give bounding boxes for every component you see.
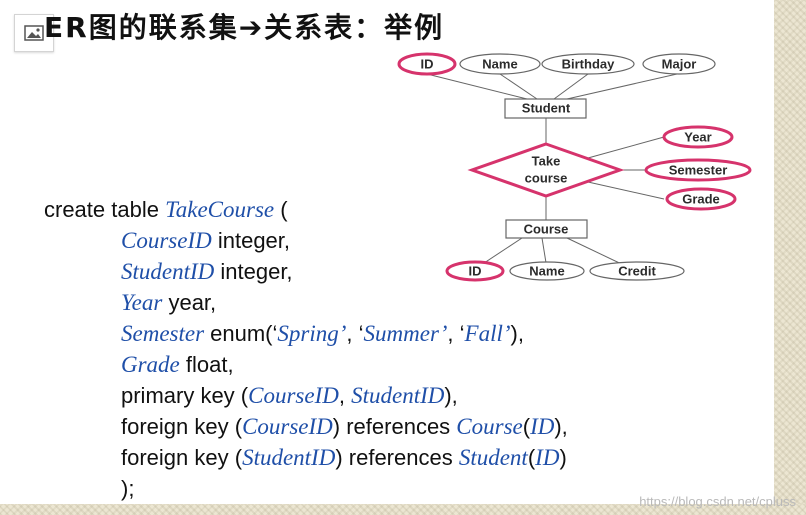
connector-line	[566, 73, 678, 100]
keyword: foreign key (	[121, 445, 243, 470]
keyword: ) references	[335, 445, 459, 470]
code-line: Semester enum(‘Spring’, ‘Summer’, ‘Fall’…	[44, 318, 568, 349]
svg-text:Grade: Grade	[682, 191, 720, 206]
punctuation: )	[559, 445, 567, 470]
attribute-student-name: Name	[459, 53, 541, 75]
column-name: StudentID	[121, 259, 215, 284]
code-line: primary key (CourseID, StudentID),	[44, 380, 568, 411]
punctuation: ),	[554, 414, 568, 439]
attribute-student-id: ID	[397, 52, 457, 76]
punctuation: ),	[510, 321, 524, 346]
code-line: foreign key (StudentID) references Stude…	[44, 442, 568, 473]
connector-line	[553, 73, 589, 100]
table-name: Course	[456, 414, 523, 439]
attribute-course-id: ID	[445, 260, 505, 282]
column-type: float,	[179, 352, 234, 377]
svg-text:Year: Year	[684, 129, 711, 144]
connector-line	[426, 73, 528, 100]
watermark: https://blog.csdn.net/cpluss	[639, 494, 796, 509]
punctuation: );	[121, 476, 135, 501]
svg-text:Semester: Semester	[669, 162, 728, 177]
svg-text:ID: ID	[421, 56, 434, 71]
column-type: enum(‘	[204, 321, 278, 346]
svg-text:Birthday: Birthday	[562, 56, 616, 71]
attribute-course-name: Name	[509, 261, 585, 281]
svg-text:Major: Major	[662, 56, 697, 71]
keyword: foreign key (	[121, 414, 243, 439]
column-name: ID	[530, 414, 555, 439]
column-type: integer,	[211, 228, 291, 253]
column-name: CourseID	[121, 228, 212, 253]
punctuation: (	[274, 197, 288, 222]
svg-text:ID: ID	[469, 263, 482, 278]
code-line: );	[44, 473, 568, 504]
svg-text:Course: Course	[524, 221, 569, 236]
enum-value: Fall’	[464, 321, 511, 346]
column-name: StudentID	[351, 383, 445, 408]
code-line: CourseID integer,	[44, 225, 568, 256]
svg-text:Name: Name	[482, 56, 517, 71]
connector-line	[587, 136, 665, 159]
attribute-birthday: Birthday	[541, 53, 635, 75]
attribute-semester: Semester	[644, 158, 752, 182]
er-diagram: .line { stroke: #666; stroke-width: 1; f…	[397, 52, 752, 282]
table-name: TakeCourse	[165, 197, 275, 222]
punctuation: ),	[444, 383, 458, 408]
column-name: CourseID	[248, 383, 339, 408]
column-name: StudentID	[242, 445, 336, 470]
column-type: year,	[162, 290, 217, 315]
punctuation: (	[527, 445, 536, 470]
column-name: Year	[121, 290, 163, 315]
punctuation: , ‘	[346, 321, 364, 346]
slide: ER图的联系集➔关系表：举例 .line { stroke: #666; str…	[0, 0, 774, 504]
table-name: Student	[458, 445, 528, 470]
column-name: CourseID	[242, 414, 333, 439]
background-texture	[0, 504, 806, 515]
attribute-major: Major	[642, 53, 716, 75]
code-line: create table TakeCourse (	[44, 194, 568, 225]
code-line: Grade float,	[44, 349, 568, 380]
attribute-year: Year	[662, 125, 734, 149]
code-line: Year year,	[44, 287, 568, 318]
punctuation: , ‘	[447, 321, 465, 346]
enum-value: Summer’	[363, 321, 448, 346]
column-name: Semester	[121, 321, 205, 346]
image-placeholder-icon[interactable]	[14, 14, 54, 52]
column-type: integer,	[214, 259, 293, 284]
svg-text:Name: Name	[529, 263, 564, 278]
connector-line	[499, 73, 538, 100]
svg-text:Student: Student	[522, 100, 571, 115]
background-texture	[774, 0, 806, 515]
svg-text:Credit: Credit	[618, 263, 656, 278]
column-name: ID	[535, 445, 560, 470]
entity-course: Course	[505, 219, 588, 239]
punctuation: ,	[338, 383, 352, 408]
svg-text:Take: Take	[532, 153, 561, 168]
enum-value: Spring’	[277, 321, 347, 346]
keyword: ) references	[332, 414, 457, 439]
attribute-grade: Grade	[665, 187, 737, 211]
attribute-credit: Credit	[589, 261, 685, 281]
punctuation: (	[522, 414, 531, 439]
svg-text:course: course	[525, 170, 568, 185]
slide-title: ER图的联系集➔关系表：举例	[44, 11, 445, 44]
keyword: primary key (	[121, 383, 249, 408]
relationship-take-course: Take course	[467, 142, 625, 198]
column-name: Grade	[121, 352, 180, 377]
sql-code-block: create table TakeCourse ( CourseID integ…	[44, 194, 568, 504]
connector-line	[587, 181, 665, 200]
entity-student: Student	[504, 98, 587, 119]
picture-icon	[24, 25, 44, 41]
code-line: StudentID integer,	[44, 256, 568, 287]
code-line: foreign key (CourseID) references Course…	[44, 411, 568, 442]
keyword: create table	[44, 197, 166, 222]
